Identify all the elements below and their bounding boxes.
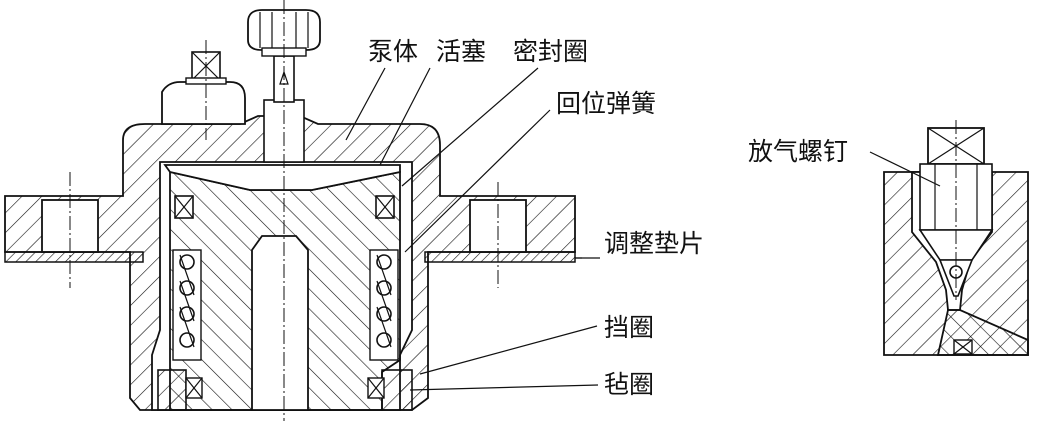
- label-return-spring: 回位弹簧: [556, 89, 656, 118]
- bleed-screw-detail: [869, 120, 1029, 356]
- label-piston: 活塞: [436, 37, 486, 66]
- label-retaining-ring: 挡圈: [604, 313, 654, 342]
- leader-lines: [345, 67, 600, 391]
- label-seal-ring: 密封圈: [513, 37, 588, 66]
- label-adjust-shim: 调整垫片: [604, 229, 704, 258]
- label-bleed-screw: 放气螺钉: [748, 137, 848, 166]
- label-pump-body: 泵体: [368, 37, 418, 66]
- return-spring: [172, 249, 399, 361]
- adjust-shim: [4, 251, 144, 263]
- label-felt-ring: 毡圈: [604, 370, 654, 399]
- pump-assembly: [4, 0, 576, 421]
